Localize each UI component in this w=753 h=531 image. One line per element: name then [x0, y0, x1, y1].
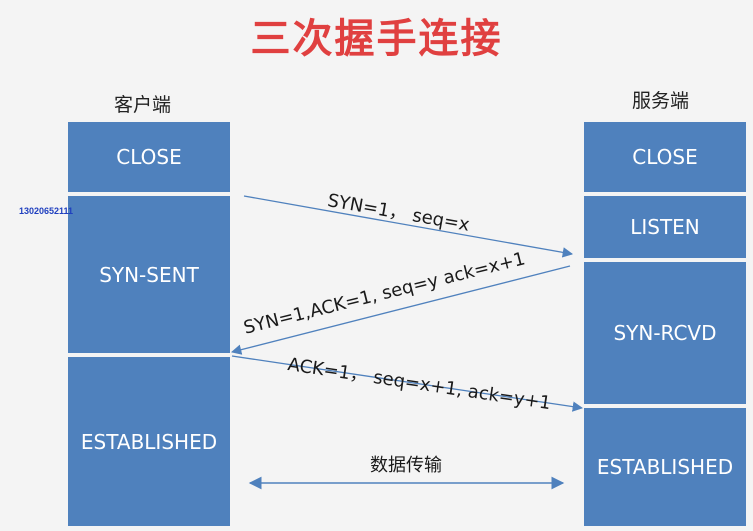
- syn-ack-arrow: [230, 265, 571, 355]
- client-state-close: CLOSE: [68, 122, 230, 192]
- ack-arrow: [231, 355, 584, 412]
- server-state-listen: LISTEN: [584, 196, 746, 258]
- client-state-syn-sent: SYN-SENT: [68, 196, 230, 353]
- data-transfer-label: 数据传输: [370, 455, 442, 476]
- server-state-established: ESTABLISHED: [584, 408, 746, 526]
- diagram-title: 三次握手连接: [250, 16, 503, 62]
- server-state-syn-rcvd: SYN-RCVD: [584, 262, 746, 404]
- watermark-number: 13020652111: [19, 206, 74, 216]
- syn-arrow: [243, 195, 574, 258]
- client-state-established: ESTABLISHED: [68, 357, 230, 526]
- server-label: 服务端: [632, 90, 690, 112]
- client-label: 客户端: [114, 94, 172, 116]
- server-state-close: CLOSE: [584, 122, 746, 192]
